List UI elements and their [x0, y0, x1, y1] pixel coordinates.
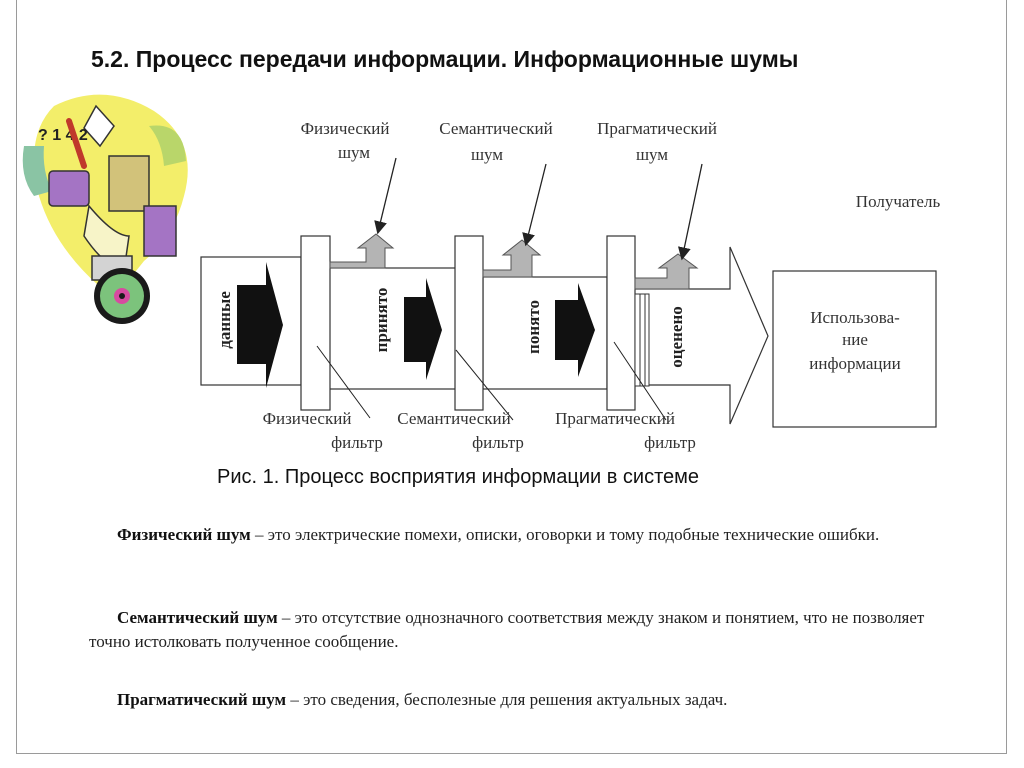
definition-term: Семантический шум — [117, 608, 278, 627]
evaluated-arrow — [633, 246, 769, 425]
physical-filter-label-line1: Физический — [263, 409, 352, 428]
usage-label-line3: информации — [809, 354, 900, 373]
pragmatic-noise-label-line1: Прагматический — [597, 119, 717, 138]
pragmatic-filter-pointer — [613, 341, 667, 421]
lightbulb-illustration: ? 1 4 2 — [22, 94, 188, 324]
physical-noise-label-line2: шум — [338, 143, 370, 162]
definition-term: Физический шум — [117, 525, 251, 544]
data-signal-arrow — [237, 262, 283, 388]
pragmatic-noise-label-line2: шум — [636, 145, 668, 164]
definition-text: – это электрические помехи, описки, огов… — [250, 525, 880, 544]
definition-term: Прагматический шум — [117, 690, 287, 709]
leaf-icon — [149, 125, 186, 166]
usage-box — [772, 270, 937, 428]
stage-evaluated-label: оценено — [667, 306, 686, 367]
understood-block — [482, 276, 608, 390]
physical-noise-arrow — [329, 233, 395, 269]
semantic-noise-arrow — [482, 239, 542, 278]
green-shape-icon — [22, 146, 52, 196]
column-icon — [83, 104, 115, 148]
definition-physical: Физический шум – это электрические помех… — [89, 523, 949, 547]
receiver-label: Получатель — [856, 192, 941, 211]
definition-semantic: Семантический шум – это отсутствие одноз… — [89, 606, 949, 654]
semantic-noise-label-line2: шум — [471, 145, 503, 164]
physical-noise-label-line1: Физический — [301, 119, 390, 138]
stage-received-label: принято — [372, 288, 391, 353]
purple-block-icon — [48, 170, 90, 207]
pragmatic-filter — [606, 235, 636, 411]
pragmatic-filter-label-line1: Прагматический — [555, 409, 675, 428]
semantic-filter-pointer — [455, 349, 514, 421]
pragmatic-filter-label-line2: фильтр — [644, 433, 696, 452]
definition-text: – это сведения, бесполезные для решения … — [286, 690, 728, 709]
received-signal-arrow — [404, 278, 442, 380]
understood-signal-arrow — [555, 283, 595, 377]
slide-title: 5.2. Процесс передачи информации. Информ… — [91, 46, 799, 72]
physical-filter-pointer — [316, 345, 371, 419]
figure-caption: Рис. 1. Процесс восприятия информации в … — [217, 466, 700, 488]
usage-label-line1: Использова- — [810, 308, 900, 327]
semantic-filter-label-line2: фильтр — [472, 433, 524, 452]
semantic-filter — [454, 235, 484, 411]
usage-label-line2: ние — [842, 330, 868, 349]
stage-data-label: данные — [215, 291, 234, 349]
pencil-icon — [66, 118, 87, 169]
semantic-noise-pointer — [522, 163, 547, 247]
slide-frame — [16, 0, 1007, 754]
pragmatic-filter-layers — [634, 293, 650, 387]
semantic-filter-label-line1: Семантический — [397, 409, 510, 428]
physical-noise-pointer — [374, 157, 397, 235]
pragmatic-noise-pointer — [677, 163, 703, 261]
physical-filter-label-line2: фильтр — [331, 433, 383, 452]
pragmatic-noise-arrow — [634, 253, 699, 290]
purple-panel-icon — [143, 205, 177, 257]
semantic-noise-label-line1: Семантический — [439, 119, 552, 138]
building-icon — [108, 155, 150, 212]
definition-text: – это отсутствие однозначного соответств… — [89, 608, 925, 651]
physical-filter — [300, 235, 331, 411]
definition-pragmatic: Прагматический шум – это сведения, беспо… — [89, 688, 949, 712]
stage-understood-label: понято — [524, 300, 543, 354]
